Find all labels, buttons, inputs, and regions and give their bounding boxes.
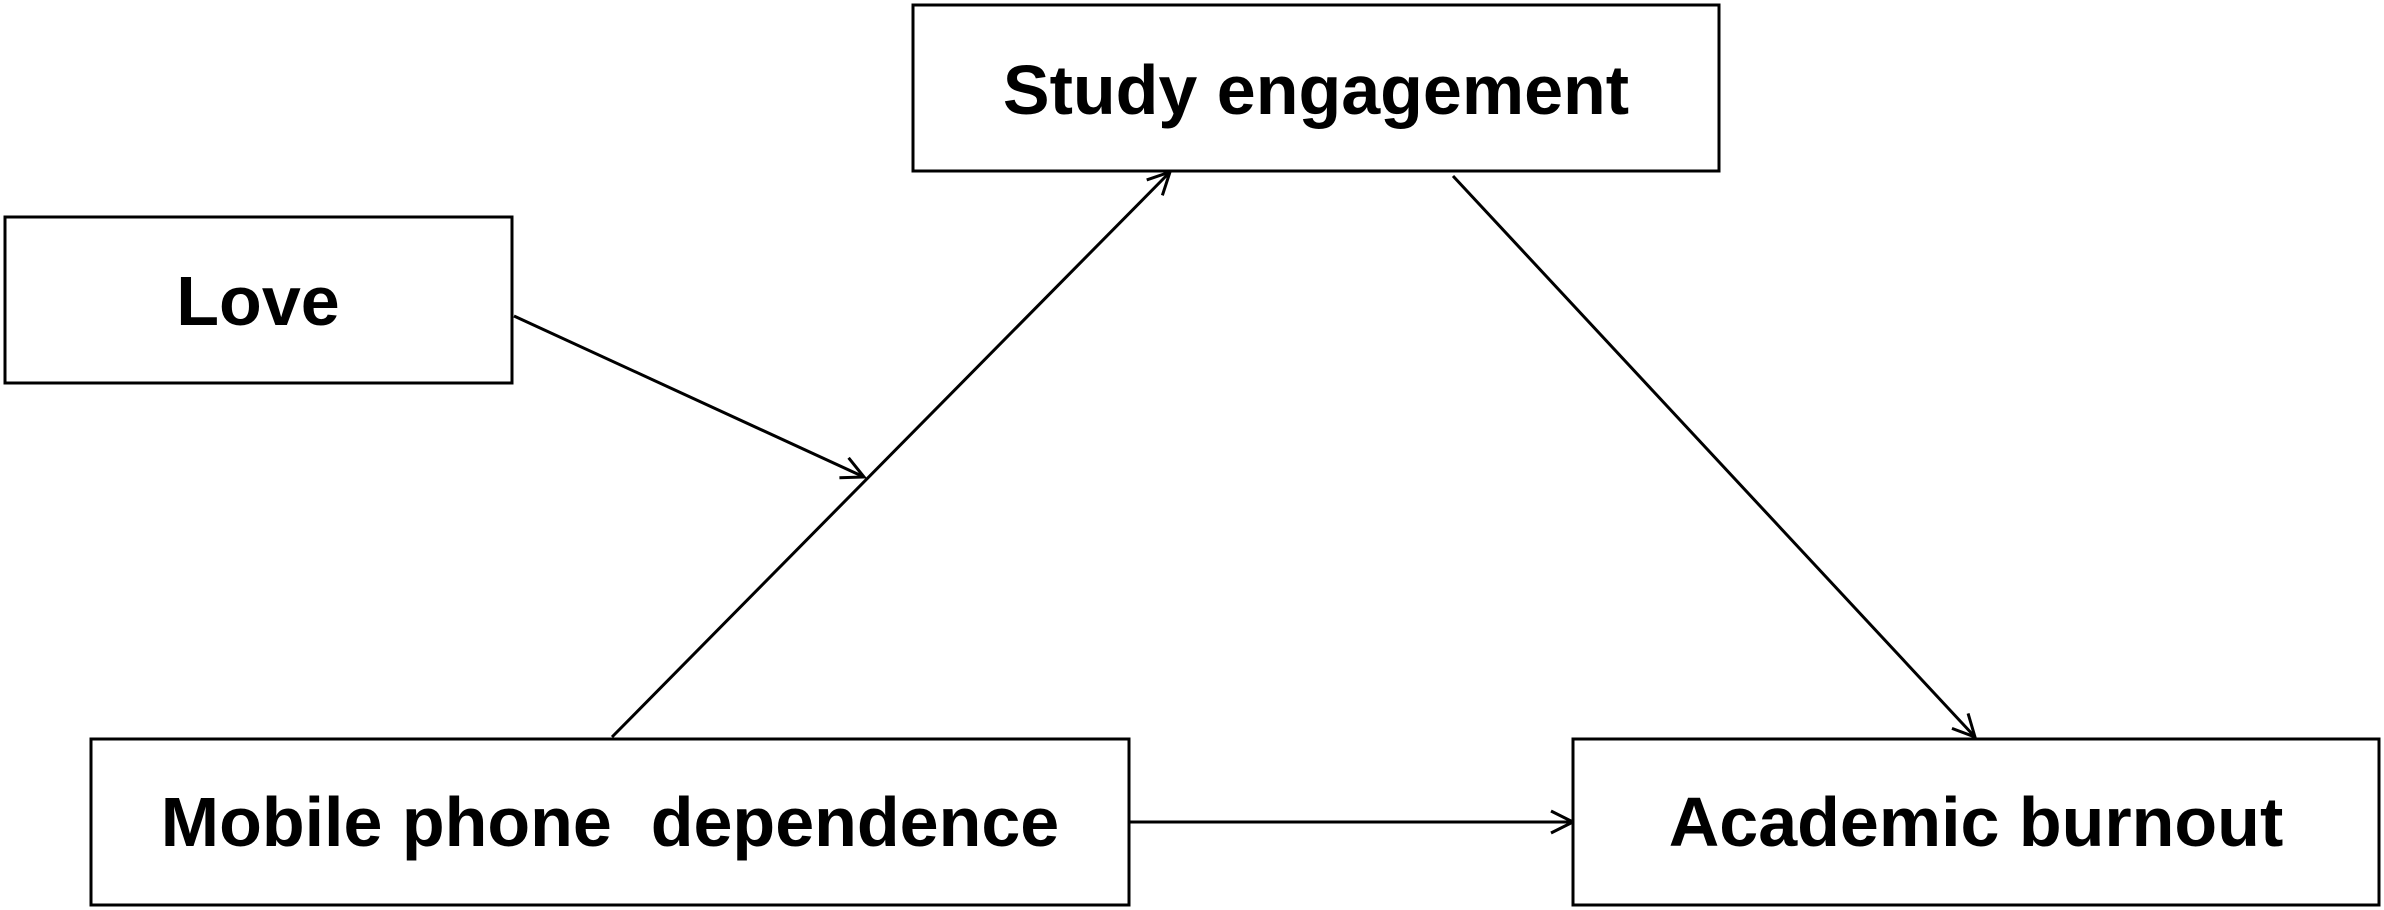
node-mobile-phone-dependence: Mobile phone dependence bbox=[89, 737, 1131, 907]
node-love: Love bbox=[3, 215, 514, 385]
node-study-engagement: Study engagement bbox=[911, 3, 1721, 173]
edge-love-moderation bbox=[513, 314, 868, 480]
mobile-phone-dependence-label: Mobile phone dependence bbox=[161, 783, 1059, 861]
study-engagement-label: Study engagement bbox=[1003, 51, 1629, 129]
love-box bbox=[3, 215, 514, 385]
mobile-phone-dependence-box bbox=[89, 737, 1131, 907]
node-academic-burnout: Academic burnout bbox=[1571, 737, 2381, 907]
edge-dependence-to-engagement bbox=[610, 169, 1173, 739]
academic-burnout-label: Academic burnout bbox=[1669, 783, 2284, 861]
edge-engagement-to-burnout bbox=[1451, 174, 1978, 740]
study-engagement-box bbox=[911, 3, 1721, 173]
love-label: Love bbox=[176, 262, 339, 340]
academic-burnout-box bbox=[1571, 737, 2381, 907]
